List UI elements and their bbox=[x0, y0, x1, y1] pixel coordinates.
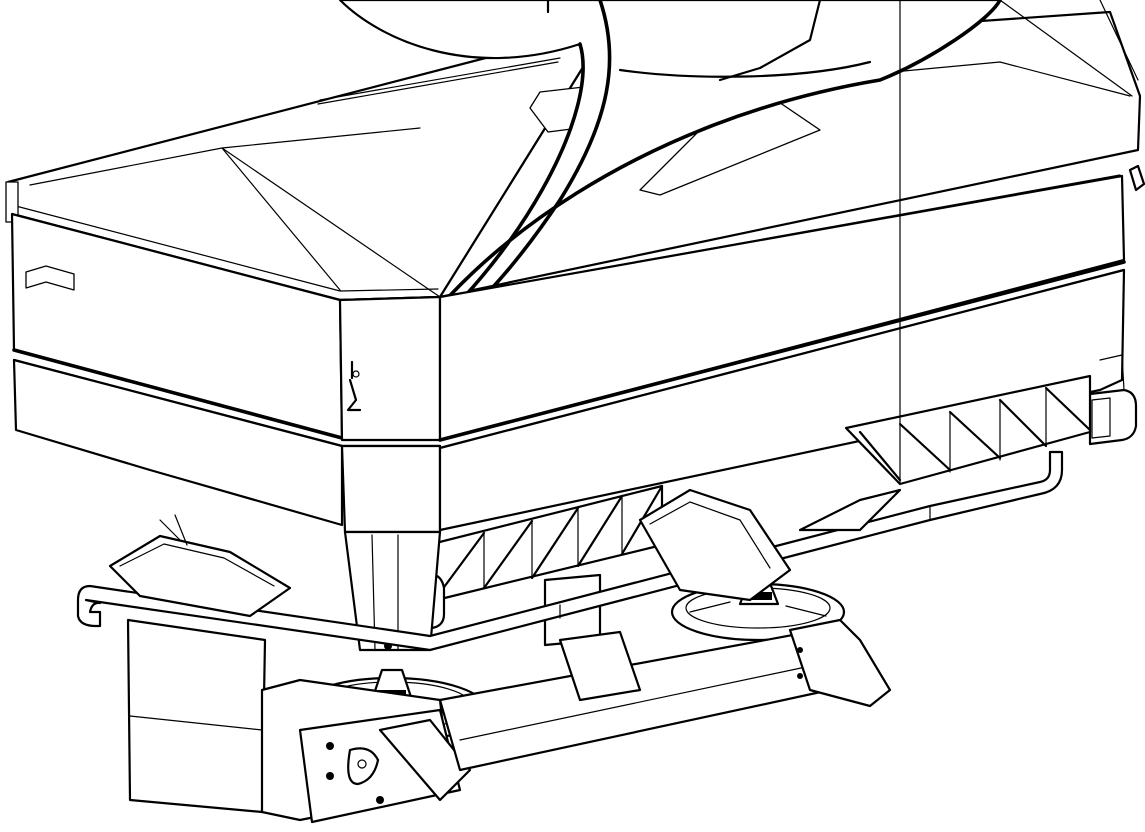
lower-frame-right bbox=[438, 618, 892, 772]
hopper-body-right bbox=[438, 174, 1138, 532]
hopper-body-left bbox=[10, 212, 442, 534]
lower-frame-left bbox=[126, 618, 472, 824]
tube-rail bbox=[76, 450, 1064, 652]
disc-vanes bbox=[108, 488, 902, 618]
warning-stripes-right bbox=[844, 0, 1092, 486]
